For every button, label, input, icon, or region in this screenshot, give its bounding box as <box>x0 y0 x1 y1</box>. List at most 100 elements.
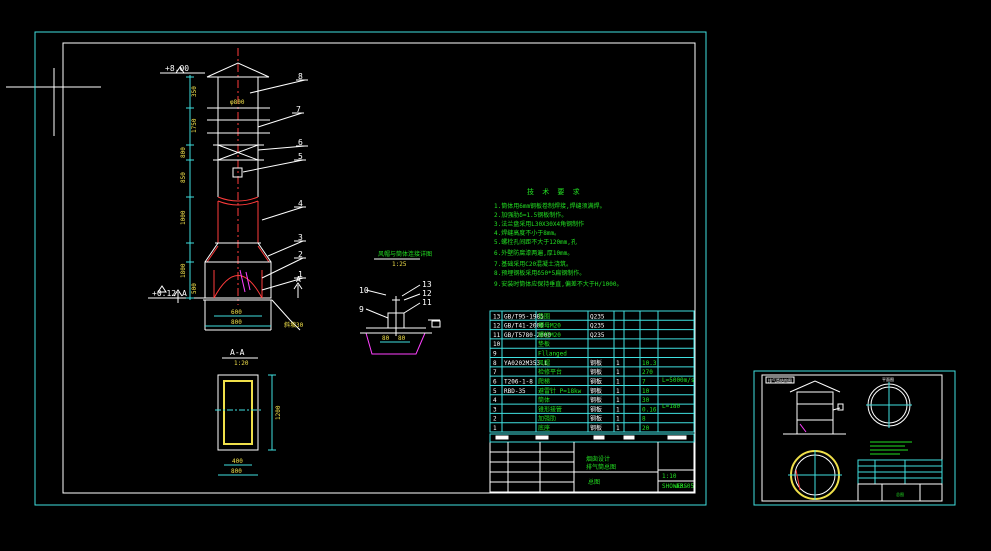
bom-cell-material: Q235 <box>590 323 605 330</box>
bom-cell-name: 底座 <box>538 424 550 432</box>
bom-cell-qty: 1 <box>616 360 620 367</box>
section-title: A-A <box>230 348 245 357</box>
main-sheet-inner-border <box>62 42 696 494</box>
title-project: 烟囱设计 <box>586 455 610 463</box>
bom-cell-name: 检修平台 <box>538 368 562 376</box>
bom-cell-no: 13 <box>493 313 501 320</box>
bom-cell-note: 270 <box>642 369 653 376</box>
dim-v-7: 500 <box>191 283 198 294</box>
bom-cell-material: 钢板 <box>590 387 602 395</box>
bom-cell-no: 1 <box>493 425 497 432</box>
notes-title: 技 术 要 求 <box>527 187 582 196</box>
bom-cell-material: 钢板 <box>590 405 602 413</box>
title-sheet-code: SHOWERS <box>662 483 688 490</box>
bom-cell-note: 10 <box>642 388 650 395</box>
bom-cell-note: 7 <box>642 378 646 385</box>
thumbnail-label: 排气筒结构图 <box>768 377 792 383</box>
callout-leaders <box>242 79 308 291</box>
bom-cell-qty: 1 <box>616 378 620 385</box>
detail-scale: 1:25 <box>392 261 407 268</box>
bom-cell-note: 20 <box>642 425 650 432</box>
section-dim-inner: 400 <box>232 458 243 465</box>
detail-callout-11: 11 <box>422 298 432 307</box>
bom-cell-name: 加强肋 <box>538 415 556 423</box>
bom-extra-notes: L=5000m/s L=180 <box>662 377 695 410</box>
section-a-a: A-A 1:20 1200 400 800 <box>215 348 282 476</box>
bom-cell-qty: 1 <box>616 397 620 404</box>
bom-cell-material: Q235 <box>590 332 605 339</box>
bom-cell-note: 10.3 <box>642 360 657 367</box>
bom-cell-qty: 1 <box>616 406 620 413</box>
note-9: 9.安装时筒体应保持垂直,偏差不大于H/1000。 <box>494 280 623 288</box>
title-sheet-no: A3-05 <box>676 483 694 490</box>
detail-dim-1: 80 <box>382 335 390 342</box>
bom-cell-code: GB/T95-1985 <box>504 313 544 320</box>
thumbnail-title-block: 总图 <box>896 491 904 497</box>
bom-cell-name: 垫板 <box>538 340 550 348</box>
note-1: 1.筒体用6mm钢板卷制焊接,焊缝须满焊。 <box>494 202 606 210</box>
section-mark-left: A <box>182 289 187 298</box>
title-block: 烟囱设计 排气筒总图 总图 1:10 SHOWERS A3-05 <box>489 433 695 493</box>
note-5: 5.螺栓孔间距不大于120mm,孔 <box>494 238 577 246</box>
bom-cell-code: GB/T5780-2000 <box>504 332 551 339</box>
bom-cell-material: 钢板 <box>590 377 602 385</box>
bom-cell-name: 爬梯 <box>538 377 550 385</box>
bom-cell-name: 风帽 <box>538 359 550 367</box>
bom-cell-name: 垫圈 <box>538 312 550 320</box>
bom-cell-code: GB/T41-2000 <box>504 323 544 330</box>
dim-h-2: 800 <box>231 319 242 326</box>
bom-cell-name: 避雷针 P=18kw <box>538 387 582 395</box>
dim-v-2: 1750 <box>191 118 198 133</box>
slope-label: 斜坡30 <box>284 321 304 329</box>
section-dim-outer: 800 <box>231 468 242 475</box>
detail-title: 风帽与筒体连接详图 <box>378 250 432 258</box>
bom-cell-name: Fllanged <box>538 351 567 358</box>
detail-callout-9: 9 <box>359 305 364 314</box>
bom-cell-no: 9 <box>493 351 497 358</box>
note-2: 2.加强肋δ=1.5钢板制作。 <box>494 211 567 219</box>
note-3: 3.法兰盘采用L30X30X4角钢制作 <box>494 220 584 228</box>
elevation-top: +8.00 <box>165 64 189 73</box>
bom-cell-name: 螺栓M20 <box>538 331 561 339</box>
dim-v-3: 800 <box>180 147 187 158</box>
bom-cell-no: 2 <box>493 416 497 423</box>
section-scale: 1:20 <box>234 360 249 367</box>
bom-cell-material: 钢板 <box>590 396 602 404</box>
section-dim-height: 1200 <box>275 405 282 420</box>
dim-v-4: 850 <box>180 172 187 183</box>
thumbnail-title: 平面图 <box>882 376 894 382</box>
bom-cell-qty: 1 <box>616 388 620 395</box>
bom-cell-qty: 1 <box>616 369 620 376</box>
detail-dim-2: 80 <box>398 335 406 342</box>
bom-cell-qty: 1 <box>616 425 620 432</box>
bom-cell-name: 锥形接管 <box>538 405 562 413</box>
bom-cell-note: 0.16 <box>642 406 657 413</box>
callout-2: 2 <box>298 250 303 259</box>
bom-extra-note-row4: L=180 <box>662 403 680 410</box>
bom-cell-no: 12 <box>493 323 501 330</box>
chimney-elevation <box>203 48 301 331</box>
dim-h-1: 600 <box>231 309 242 316</box>
callout-1: 1 <box>298 270 303 279</box>
dim-v-1: 350 <box>191 86 198 97</box>
elevation-ground: +0.12 <box>152 289 176 298</box>
callout-5: 5 <box>298 152 303 161</box>
bom-cell-code: T206-1-8 <box>504 378 533 385</box>
thumbnail-sheet[interactable]: 排气筒结构图 平面图 总图 <box>753 370 956 506</box>
bom-cell-no: 5 <box>493 388 497 395</box>
bom-cell-material: 钢板 <box>590 415 602 423</box>
detail-callout-12: 12 <box>422 289 432 298</box>
horizontal-dimensions: 600 800 φ800 斜坡30 <box>205 99 304 329</box>
bom-cell-material: Q235 <box>590 313 605 320</box>
diameter-label: φ800 <box>230 99 245 106</box>
bom-cell-no: 3 <box>493 406 497 413</box>
detail-callout-13: 13 <box>422 280 432 289</box>
bom-cell-no: 6 <box>493 378 497 385</box>
crosshair-cursor-icon <box>6 68 101 136</box>
note-8: 8.预埋钢板采用δ50*5扁钢制作。 <box>494 269 585 277</box>
bom-cell-no: 11 <box>493 332 501 339</box>
bom-cell-material: 钢板 <box>590 424 602 432</box>
technical-notes: 技 术 要 求 1.筒体用6mm钢板卷制焊接,焊缝须满焊。 2.加强肋δ=1.5… <box>494 187 623 288</box>
bom-cell-note: 8 <box>642 416 646 423</box>
